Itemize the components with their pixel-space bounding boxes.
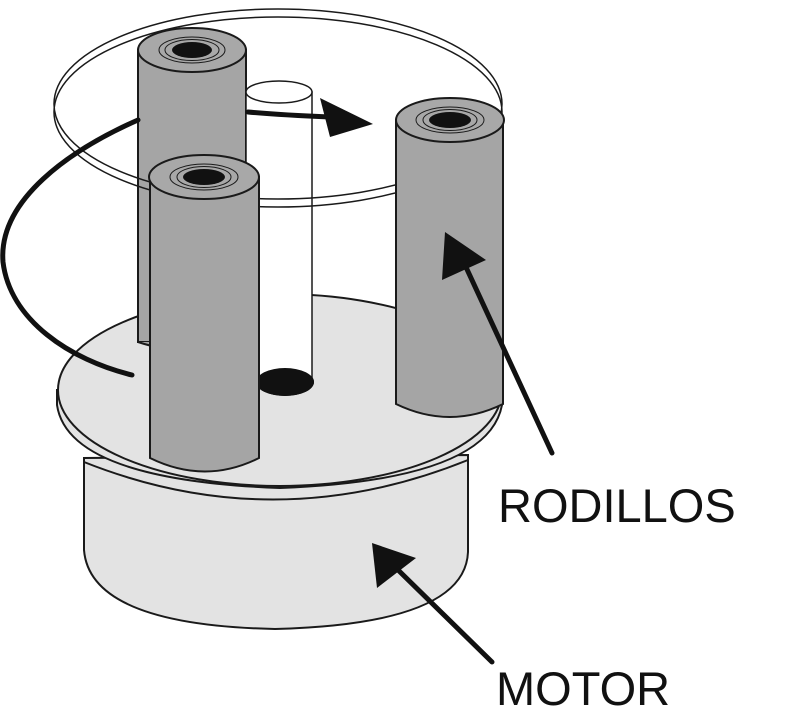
roller-right-ring-mid: [422, 109, 478, 131]
rollers-pointer-head: [442, 232, 486, 280]
roller-back-ring-mid: [164, 39, 220, 61]
rollers-pointer-shaft: [462, 262, 555, 456]
center-shaft-bottom-hole: [256, 368, 314, 396]
center-shaft-top: [245, 80, 313, 104]
rotation-arrow-path-right: [245, 109, 333, 120]
top-plate-upper: [53, 8, 503, 200]
motor-rim: [83, 459, 469, 501]
roller-front-axle-hole: [183, 169, 225, 185]
roller-back-axle-hole: [172, 42, 212, 58]
motor-label: MOTOR: [496, 662, 670, 712]
motor-cylinder-wall: [83, 453, 469, 631]
motor-body: [83, 453, 469, 631]
top-plate-lower: [53, 16, 503, 208]
rotation-arrow-path-left: [0, 117, 141, 378]
roller-right-axle-hole: [429, 112, 471, 128]
roller-front: [148, 154, 260, 473]
roller-front-ring-outer: [169, 163, 239, 191]
rotation-arrow-head: [320, 98, 373, 137]
roller-back-cap: [137, 27, 247, 73]
rollers-label: RODILLOS: [498, 479, 736, 532]
rotation-arrow: [0, 98, 373, 378]
motor-pointer-arrow: [372, 543, 495, 665]
motor-pointer-shaft: [392, 564, 495, 665]
roller-front-body: [149, 176, 260, 473]
roller-right-ring-outer: [415, 106, 485, 134]
top-plate: [53, 8, 503, 208]
roller-front-ring-mid: [176, 166, 232, 188]
rollers-pointer-arrow: [442, 232, 555, 456]
motor-pointer-head: [372, 543, 416, 588]
roller-back-ring-outer: [158, 36, 226, 64]
